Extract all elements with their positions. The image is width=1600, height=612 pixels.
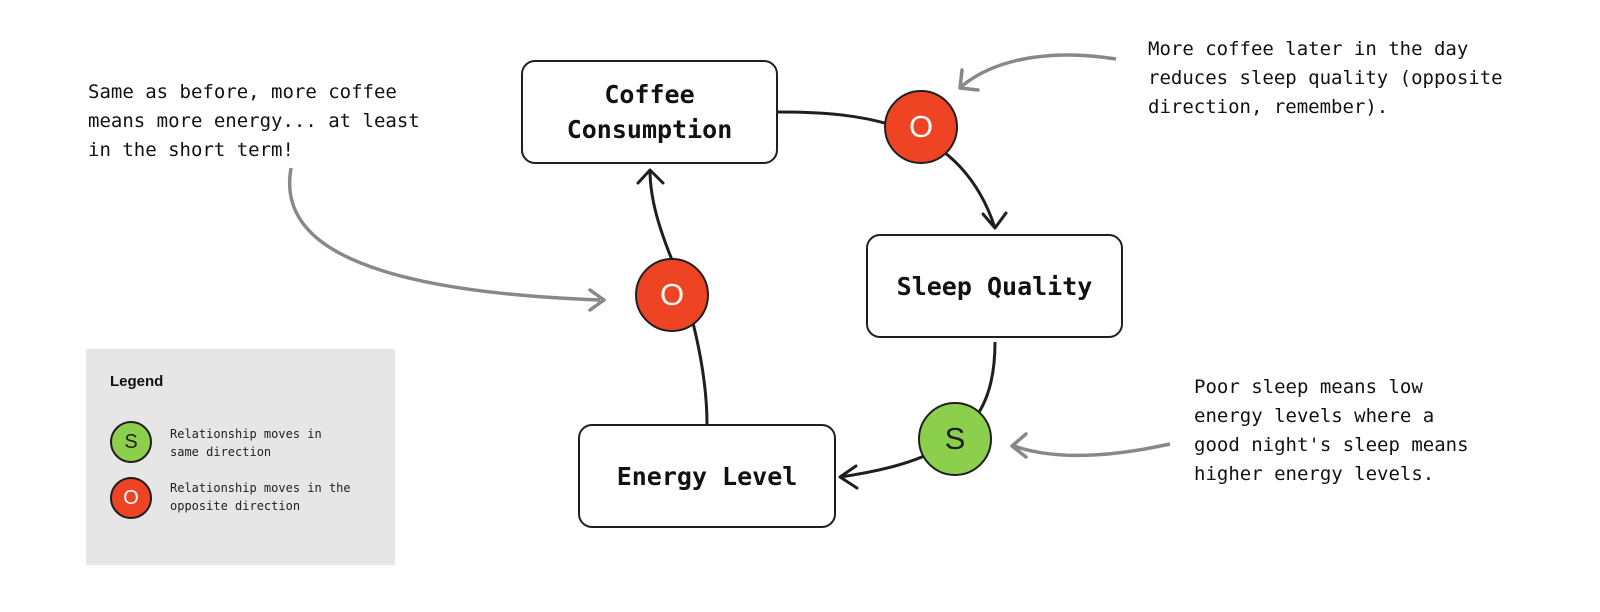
annotation-energy-coffee: Same as before, more coffee means more e…: [88, 81, 420, 161]
polarity-badge-sleep-energy: S: [918, 402, 992, 476]
node-sleep-quality: Sleep Quality: [866, 234, 1123, 338]
polarity-badge-energy-coffee: O: [635, 258, 709, 332]
polarity-badge-coffee-sleep: O: [884, 90, 958, 164]
annotation-sleep-energy: Poor sleep means low energy levels where…: [1194, 376, 1469, 485]
annotation-arrow-bottom-right: [1013, 442, 1171, 458]
annotation-arrow-top-right-head: [958, 68, 980, 92]
legend-opposite-badge: O: [110, 477, 152, 519]
legend-title: Legend: [110, 373, 164, 390]
annotation-coffee-sleep: More coffee later in the day reduces sle…: [1148, 38, 1503, 118]
legend: Legend S Relationship moves in same dire…: [86, 349, 395, 565]
annotation-arrow-left: [287, 167, 601, 302]
annotation-arrow-top-right: [960, 53, 1117, 88]
annotation-arrow-left-head: [588, 288, 606, 312]
link-energy-to-coffee-arrowhead: [636, 168, 665, 185]
legend-same-badge: S: [110, 421, 152, 463]
node-coffee-consumption: Coffee Consumption: [521, 60, 778, 164]
legend-opposite-text: Relationship moves in the opposite direc…: [170, 481, 351, 513]
link-coffee-to-sleep-arrowhead: [981, 211, 1008, 230]
legend-same-text: Relationship moves in same direction: [170, 427, 322, 459]
link-sleep-to-energy-arrowhead: [838, 464, 859, 490]
annotation-arrow-bottom-right-head: [1010, 432, 1028, 459]
node-energy-level: Energy Level: [578, 424, 836, 528]
